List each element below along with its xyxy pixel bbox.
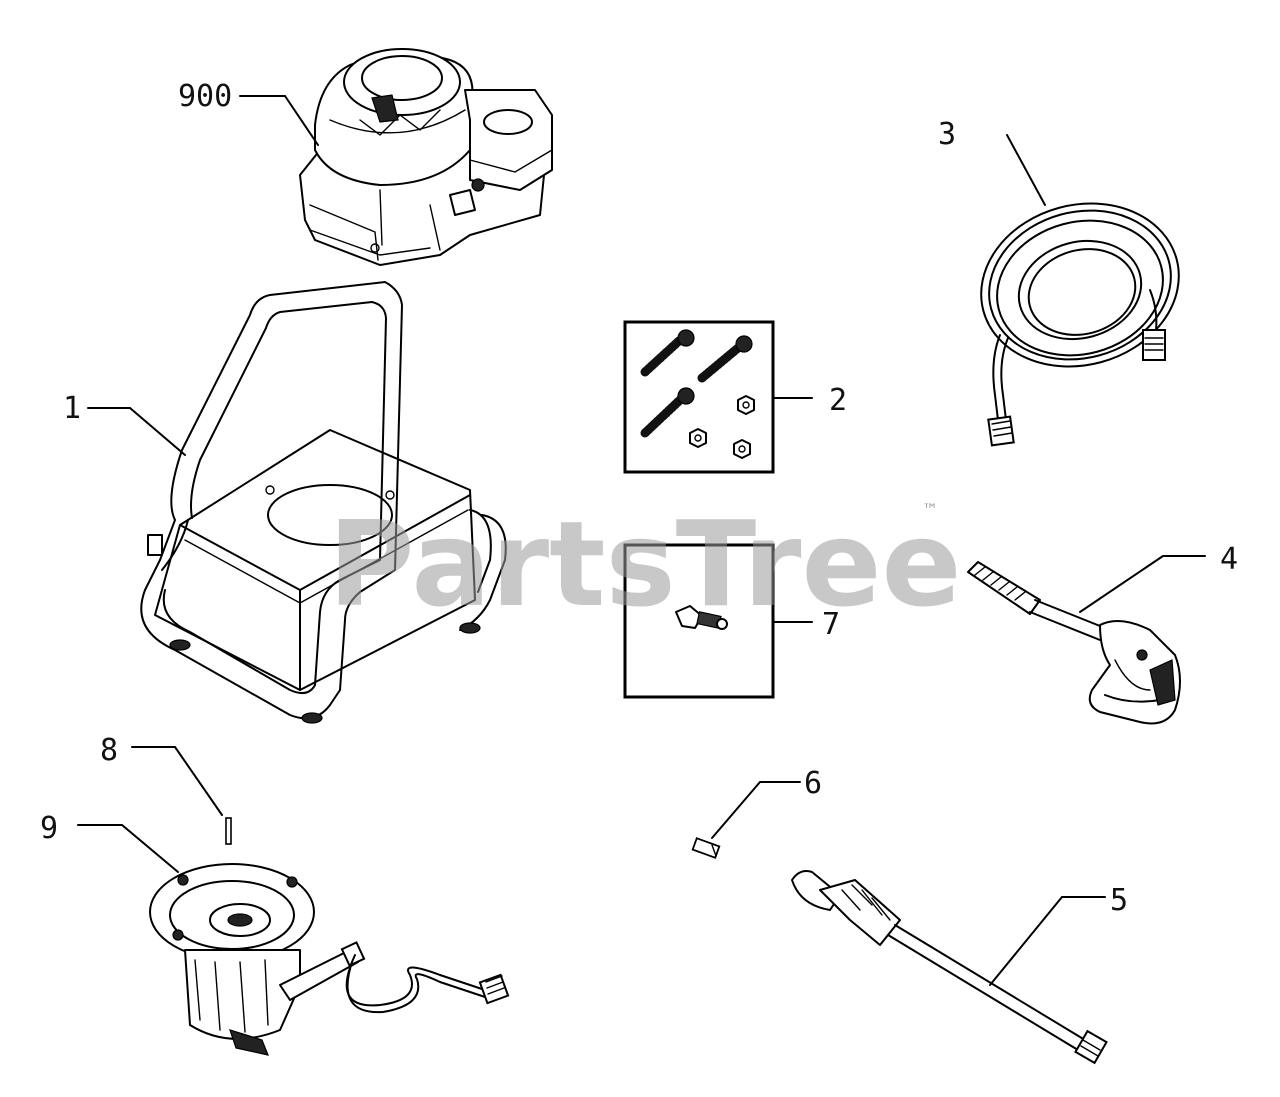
callout-spray-gun: 4 xyxy=(1220,542,1238,577)
frame-drawing[interactable] xyxy=(140,281,507,724)
pin-drawing[interactable] xyxy=(225,817,232,845)
quick-coupler-part xyxy=(675,605,728,630)
engine-drawing[interactable] xyxy=(299,48,553,266)
quick-coupler-box[interactable] xyxy=(623,543,775,699)
callout-pin: 8 xyxy=(100,733,118,768)
watermark-logo: PartsTree xyxy=(328,495,962,633)
callout-engine: 900 xyxy=(178,79,232,114)
hardware-kit-box[interactable] xyxy=(623,320,775,474)
callout-hose: 3 xyxy=(938,117,956,152)
nut-3 xyxy=(733,439,751,459)
callout-pump: 9 xyxy=(40,811,58,846)
pump-drawing[interactable] xyxy=(149,863,510,1056)
bolt-1 xyxy=(640,329,695,377)
nozzle-drawing[interactable] xyxy=(691,837,721,859)
hose-drawing[interactable] xyxy=(963,182,1198,447)
spray-gun-drawing[interactable] xyxy=(967,561,1181,725)
callout-quick-coupler: 7 xyxy=(822,607,840,642)
bolt-3 xyxy=(640,387,695,438)
wand-drawing[interactable] xyxy=(791,870,1108,1065)
callout-wand: 5 xyxy=(1110,883,1128,918)
nut-1 xyxy=(737,395,755,415)
callout-frame: 1 xyxy=(63,391,81,426)
watermark-trademark: ™ xyxy=(922,500,938,519)
callout-nozzle: 6 xyxy=(804,766,822,801)
callout-hardware-kit: 2 xyxy=(829,383,847,418)
nut-2 xyxy=(689,428,707,448)
bolt-2 xyxy=(697,335,753,383)
